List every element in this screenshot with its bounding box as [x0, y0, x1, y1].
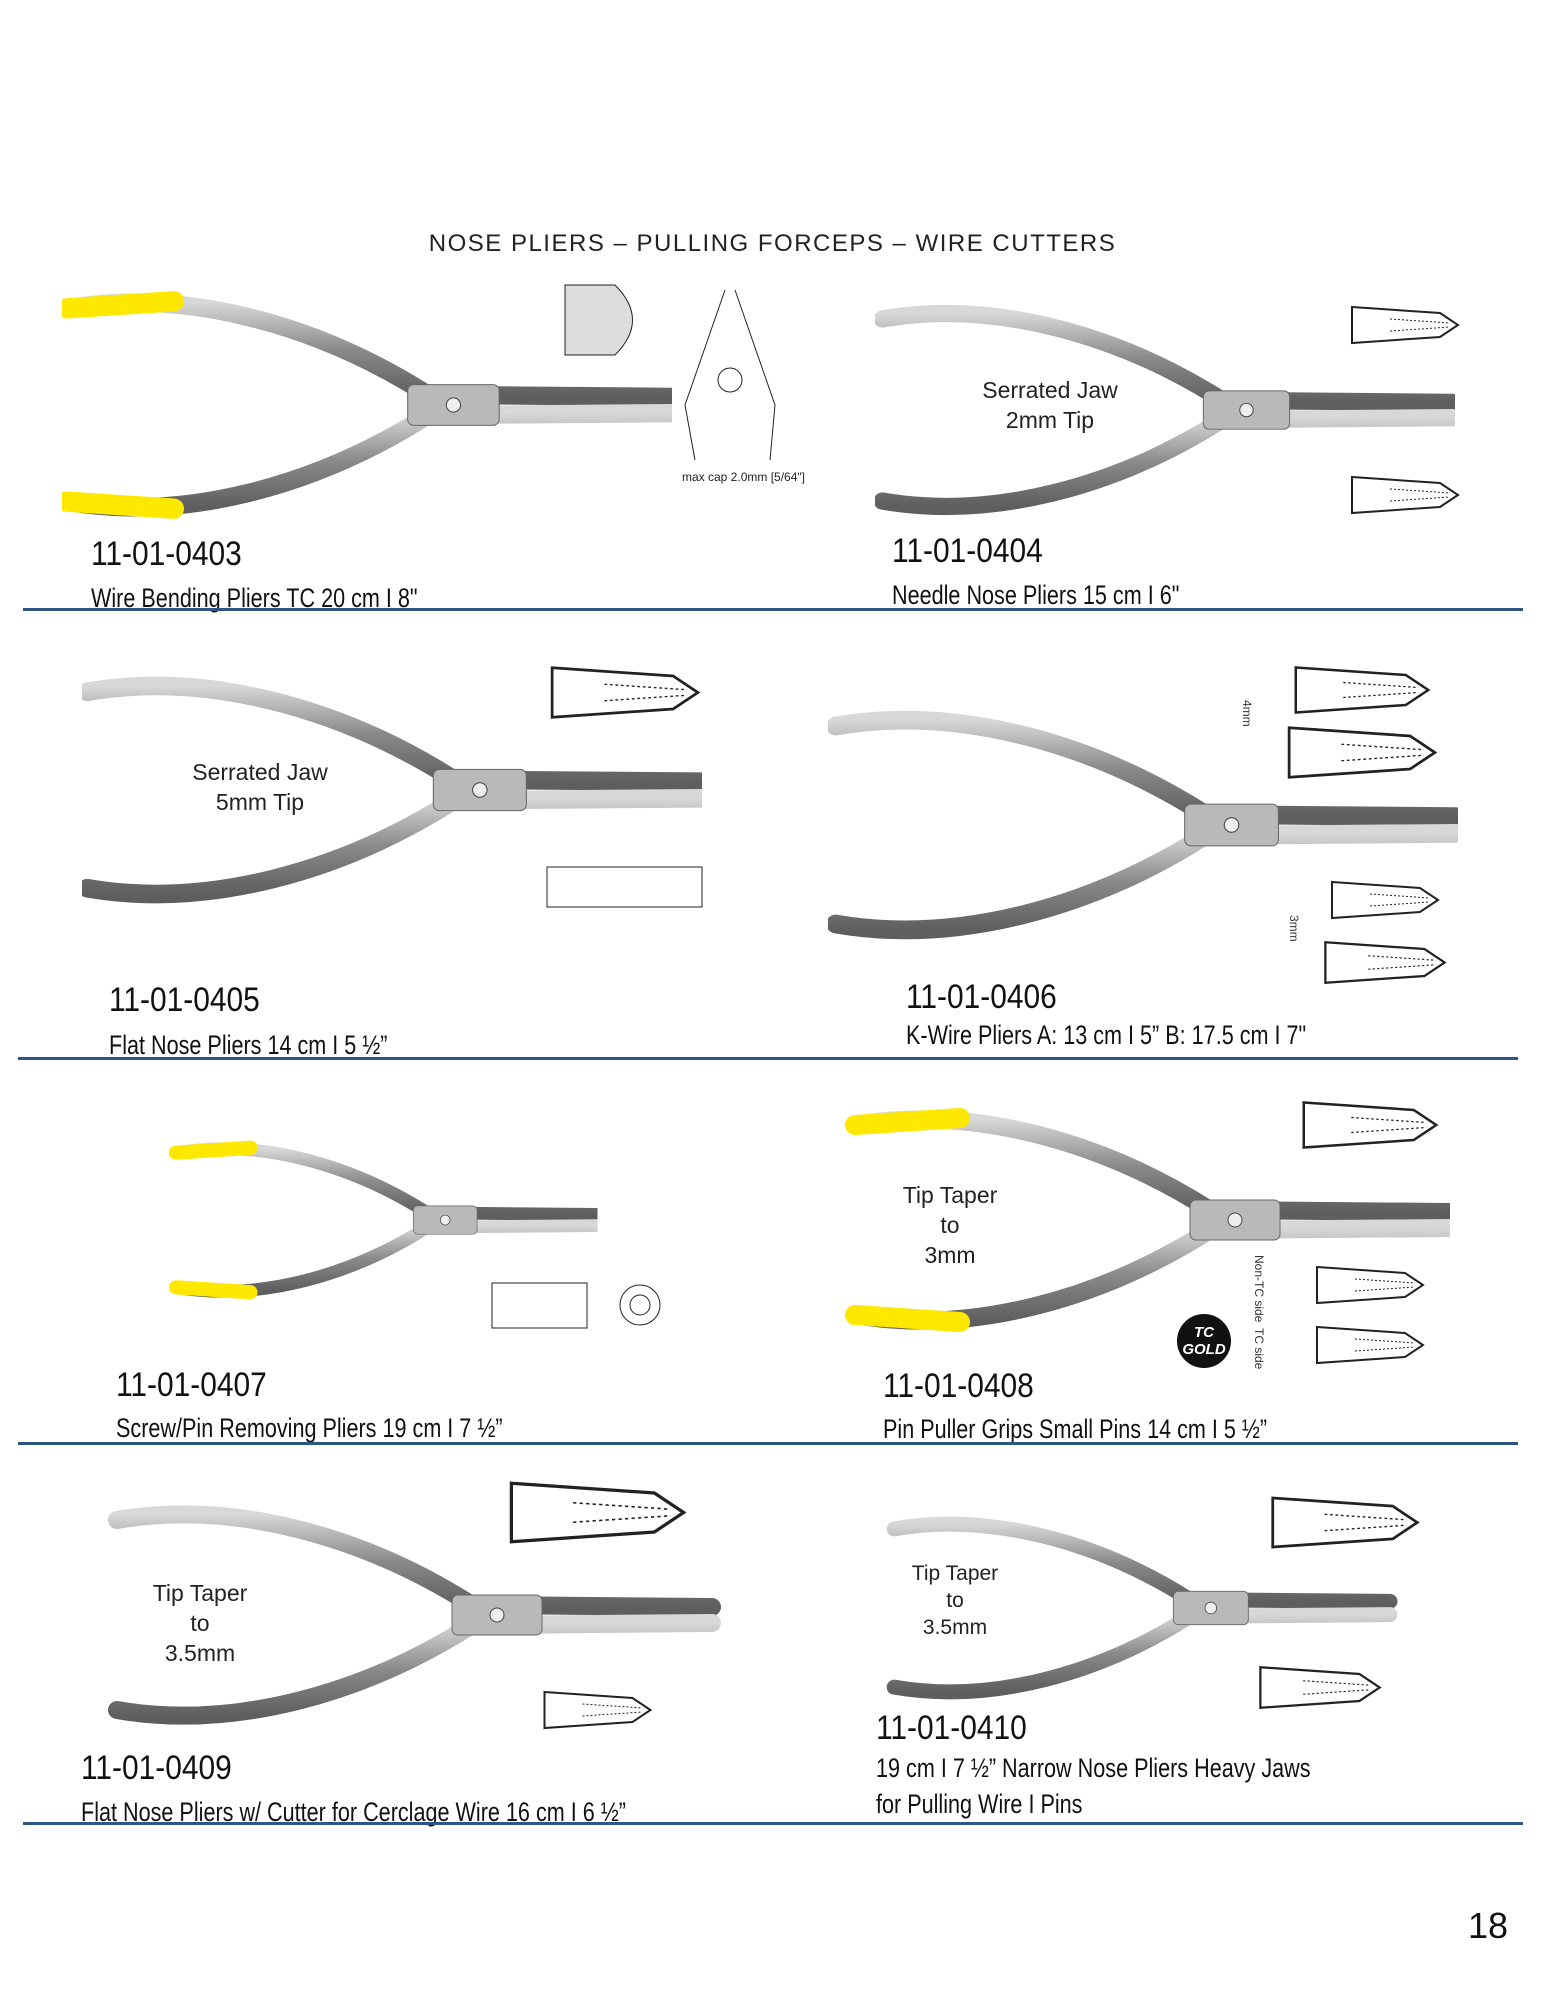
product-code: 11-01-0406	[906, 978, 1057, 1016]
jaw-diagram	[564, 284, 633, 356]
product-description: K-Wire Pliers A: 13 cm I 5” B: 17.5 cm I…	[906, 1020, 1307, 1050]
note: TC side	[1252, 1328, 1266, 1370]
jaw-diagram	[1350, 305, 1460, 345]
note: max cap 2.0mm [5/64"]	[682, 470, 805, 484]
divider	[18, 1442, 1518, 1445]
product-code: 11-01-0410	[876, 1709, 1027, 1747]
product-code: 11-01-0405	[109, 981, 260, 1019]
product-code: 11-01-0404	[892, 532, 1043, 570]
jaw-diagram	[1315, 880, 1455, 920]
divider	[18, 1057, 1518, 1060]
jaw-diagram	[1275, 1100, 1465, 1150]
divider	[23, 608, 1523, 611]
jaw-diagram	[1275, 1325, 1465, 1365]
jaw-diagram	[1315, 940, 1455, 985]
note: 3mm	[1287, 915, 1301, 942]
jaw-diagram	[1350, 475, 1460, 515]
jaw-diagram	[485, 1690, 710, 1730]
product-description-line2: for Pulling Wire I Pins	[876, 1789, 1083, 1819]
product-description: Flat Nose Pliers 14 cm I 5 ½”	[109, 1030, 388, 1060]
jaw-diagram	[485, 1480, 710, 1545]
product-description: Screw/Pin Removing Pliers 19 cm I 7 ½”	[116, 1413, 503, 1443]
divider	[23, 1822, 1523, 1825]
note: Non-TC side	[1252, 1255, 1266, 1323]
page-number: 18	[1468, 1905, 1509, 1946]
jaw-diagram	[546, 866, 703, 908]
product-code: 11-01-0407	[116, 1366, 267, 1404]
jaw-diagram	[545, 665, 705, 720]
jaw-diagram	[1262, 725, 1462, 780]
page-title: NOSE PLIERS – PULLING FORCEPS – WIRE CUT…	[428, 230, 1117, 257]
jaw-diagram	[491, 1282, 661, 1329]
product-code: 11-01-0409	[81, 1749, 232, 1787]
note: 4mm	[1240, 700, 1254, 727]
jaw-diagram	[1275, 1265, 1465, 1305]
product-description: 19 cm I 7 ½” Narrow Nose Pliers Heavy Ja…	[876, 1753, 1311, 1783]
product-code: 11-01-0403	[91, 535, 242, 573]
product-code: 11-01-0408	[883, 1367, 1034, 1405]
jaw-diagram	[684, 289, 776, 461]
jaw-diagram	[1270, 1495, 1420, 1550]
jaw-diagram	[1205, 1665, 1435, 1710]
jaw-diagram	[1262, 665, 1462, 715]
product-description: Needle Nose Pliers 15 cm I 6"	[892, 580, 1180, 610]
product-description: Pin Puller Grips Small Pins 14 cm I 5 ½”	[883, 1414, 1268, 1444]
